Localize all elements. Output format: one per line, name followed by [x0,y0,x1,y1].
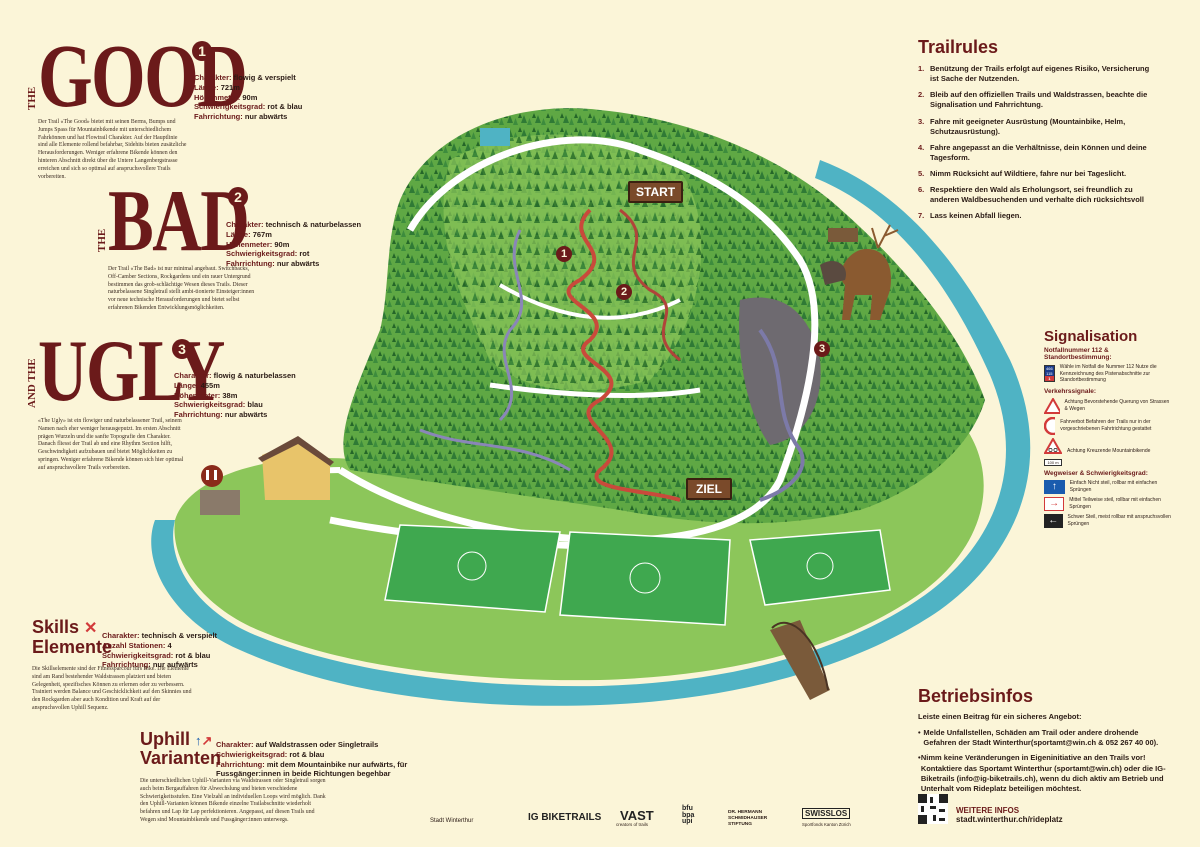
bad-description: Der Trail «The Bad» ist nur minimal ange… [108,266,255,312]
start-sign: START [628,181,684,203]
more-info-url[interactable]: stadt.winterthur.ch/rideplatz [956,815,1063,824]
good-number: 1 [192,41,212,61]
betrieb-body: Leiste einen Beitrag für ein sicheres An… [918,712,1166,793]
rule-item: 4.Fahre angepasst an die Verhältnisse, d… [918,142,1147,162]
bridge [770,620,830,700]
logo-stadt-winterthur: Stadt Winterthur [430,818,474,824]
ugly-number: 3 [172,339,192,359]
logo-swisslos: SWISSLOS [802,808,851,819]
location-marker-sign: 466 115 1 [1044,365,1055,383]
signalisation-title: Signalisation [1044,328,1138,345]
logo-ig-biketrails: IG BIKETRAILS [528,812,602,823]
good-title: GOOD [38,27,248,126]
bad-facts: Charakter: technisch & naturbelassen Län… [226,220,362,268]
sponsor-logos: Stadt Winterthur IG BIKETRAILS VAST crea… [430,805,870,836]
trail-bad [619,208,681,362]
logo-schmidhauser: DR. HERMANN SCHMIDHAUSER STIFTUNG [728,810,768,827]
good-prefix: THE [26,86,38,110]
map-marker-3: 3 [814,341,830,357]
rule-item: 5.Nimm Rücksicht auf Wildtiere, fahre nu… [918,169,1127,178]
start-label: START [636,185,676,199]
warning-triangle-icon [1044,397,1060,414]
weg-title: Wegweiser & Schwierigkeitsgrad: [1044,469,1148,477]
trailrules-list: 1.Benützung der Trails erfolgt auf eigen… [918,64,1158,228]
deer-illustration [820,224,899,320]
more-info-title: WEITERE INFOS [956,806,1020,815]
uphill-title: Uphill ↑↗ Varianten [140,729,222,768]
ziel-label: ZIEL [696,482,722,496]
cross-icon: ✕ [84,620,98,637]
verkehr-title: Verkehrssignale: [1044,387,1097,395]
ugly-prefix: AND THE [26,358,38,408]
trailrules-title: Trailrules [918,37,999,57]
logo-vast: VAST [620,808,654,823]
trail-good [566,208,681,502]
arrow-up-icon: ↑ [1044,479,1065,494]
ugly-facts: Charakter: flowig & naturbelassen Länge:… [174,371,296,419]
map-marker-1: 1 [556,246,572,262]
skills-facts: Charakter: technisch & verspielt Anzahl … [102,631,218,670]
ziel-sign: ZIEL [686,478,732,500]
rule-item: 2.Bleib auf den offiziellen Trails und W… [918,90,1148,110]
no-entry-icon [1044,416,1056,435]
good-description: Der Trail «The Good» bietet mit seinen B… [38,119,187,180]
bad-number: 2 [228,187,248,207]
rule-item: 7.Lass keinen Abfall liegen. [918,211,1022,221]
map-marker-2: 2 [616,284,632,300]
arrow-right-icon: → [1044,496,1065,511]
distance-plate: 100 m [1044,458,1062,466]
skills-title: Skills ✕ Elemente [32,617,113,657]
qr-code-icon[interactable] [918,794,948,824]
logo-bfu: bfu bpa upi [682,805,695,826]
notfall-text: Wähle im Notfall die Nummer 112 Nutze di… [1059,364,1157,383]
uphill-arrows-icon: ↑↗ [195,733,213,748]
skills-description: Die Skillselemente sind der Fitnessparco… [32,666,192,712]
bad-title: BAD [108,173,250,270]
signalisation-panel: Signalisation Notfallnummer 112 & Stando… [1043,328,1174,531]
clubhouse [200,436,334,515]
football-pitches [384,524,891,626]
ugly-title: UGLY [38,323,225,420]
arrow-left-icon: ← [1044,513,1063,528]
more-info: WEITERE INFOS stadt.winterthur.ch/ridepl… [956,806,1063,824]
betrieb-title: Betriebsinfos [918,686,1034,706]
notfall-title: Notfallnummer 112 & Standortbestimmung: [1044,347,1112,361]
wc-icon [201,465,223,487]
rule-item: 1.Benützung der Trails erfolgt auf eigen… [918,64,1150,84]
ugly-description: «The Ugly» ist ein flowiger und naturbel… [38,418,184,471]
uphill-description: Die unterschiedlichen Uphill-Varianten v… [140,778,326,824]
trail-ugly [758,328,805,502]
rule-item: 6.Respektiere den Wald als Erholungsort,… [918,185,1144,205]
bike-crossing-warning-icon [1043,436,1063,454]
logo-vast-sub: creators of trails [616,822,649,827]
trail-uphill [498,229,523,422]
uphill-facts: Charakter: auf Waldstrassen oder Singlet… [216,740,408,779]
good-facts: Charakter: flowig & verspielt Länge: 721… [194,73,303,121]
rule-item: 3.Fahre mit geeigneter Ausrüstung (Mount… [918,116,1126,136]
bad-prefix: THE [96,228,108,252]
logo-sportfonds: Sportfonds Kanton Zürich [802,822,851,827]
